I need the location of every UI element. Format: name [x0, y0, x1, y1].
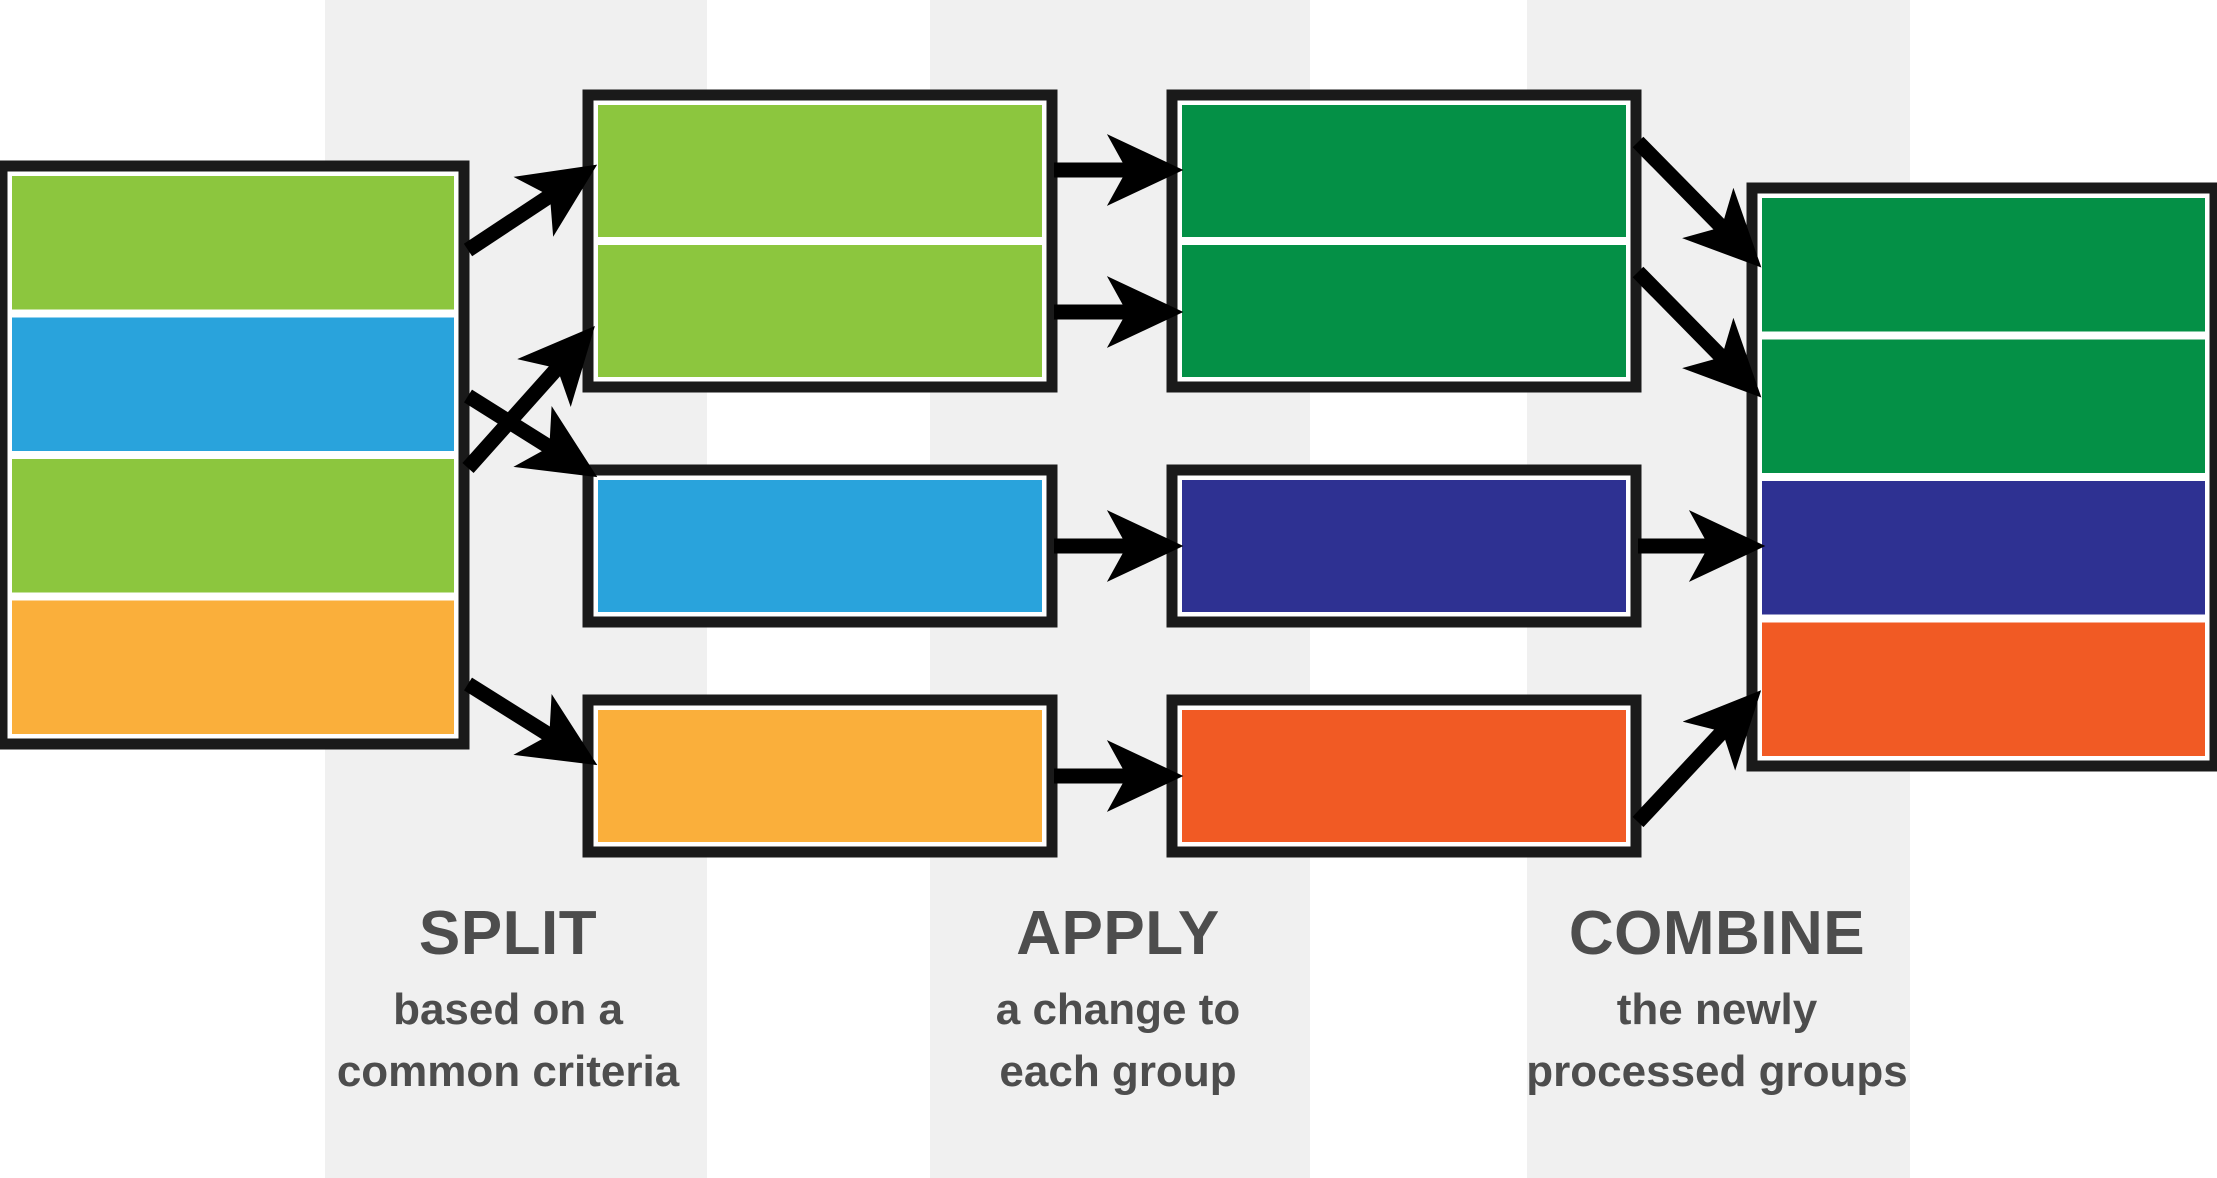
stage-sub1-apply: a change to	[996, 985, 1241, 1034]
apply-group-orangered	[1166, 694, 1642, 858]
stage-sub1-combine: the newly	[1617, 985, 1818, 1034]
stage-sub2-split: common criteria	[337, 1047, 680, 1096]
arrow-source-green2-to-green-group	[462, 326, 595, 473]
stage-title-apply: APPLY	[1016, 899, 1220, 968]
apply-group-green	[1166, 89, 1642, 393]
arrow-darkgreen-row2-to-combine-row2	[1632, 266, 1762, 398]
combine-row-orangered	[1762, 622, 2205, 756]
stage-label-split: SPLIT based on a common criteria	[337, 899, 680, 1096]
stage-label-combine: COMBINE the newly processed groups	[1526, 899, 1907, 1096]
stage-sub2-combine: processed groups	[1526, 1047, 1907, 1096]
source-row-green-2	[12, 459, 454, 593]
split-group-orange	[582, 694, 1058, 858]
split-green-row-2	[598, 245, 1042, 377]
source-row-orange	[12, 600, 454, 734]
stage-sub2-apply: each group	[999, 1047, 1236, 1096]
source-block	[0, 160, 470, 750]
source-row-blue	[12, 317, 454, 451]
arrow-darkgreen-row1-to-combine-row1	[1632, 136, 1762, 268]
apply-orangered-row-1	[1182, 710, 1626, 842]
stage-sub1-split: based on a	[393, 985, 623, 1034]
combine-block	[1746, 182, 2217, 772]
split-group-green	[582, 89, 1058, 393]
combine-row-green-2	[1762, 339, 2205, 473]
arrow-source-orange-to-orange-group	[464, 677, 598, 766]
apply-green-row-1	[1182, 105, 1626, 237]
apply-group-navy	[1166, 464, 1642, 628]
apply-green-row-2	[1182, 245, 1626, 377]
combine-arrows	[1632, 136, 1766, 828]
apply-arrows	[1054, 134, 1184, 812]
split-orange-row-1	[598, 710, 1042, 842]
split-arrows	[462, 164, 598, 766]
arrow-source-green1-to-green-group	[463, 164, 598, 257]
stage-title-combine: COMBINE	[1569, 899, 1865, 968]
source-row-green-1	[12, 176, 454, 310]
split-blue-row-1	[598, 480, 1042, 612]
split-group-blue	[582, 464, 1058, 628]
apply-navy-row-1	[1182, 480, 1626, 612]
combine-row-navy	[1762, 481, 2205, 615]
combine-row-green-1	[1762, 198, 2205, 332]
arrow-orangered-to-combine-row4	[1632, 690, 1762, 828]
split-green-row-1	[598, 105, 1042, 237]
stage-title-split: SPLIT	[419, 899, 597, 968]
arrow-source-blue-to-blue-group	[464, 389, 598, 478]
stage-label-apply: APPLY a change to each group	[996, 899, 1241, 1096]
